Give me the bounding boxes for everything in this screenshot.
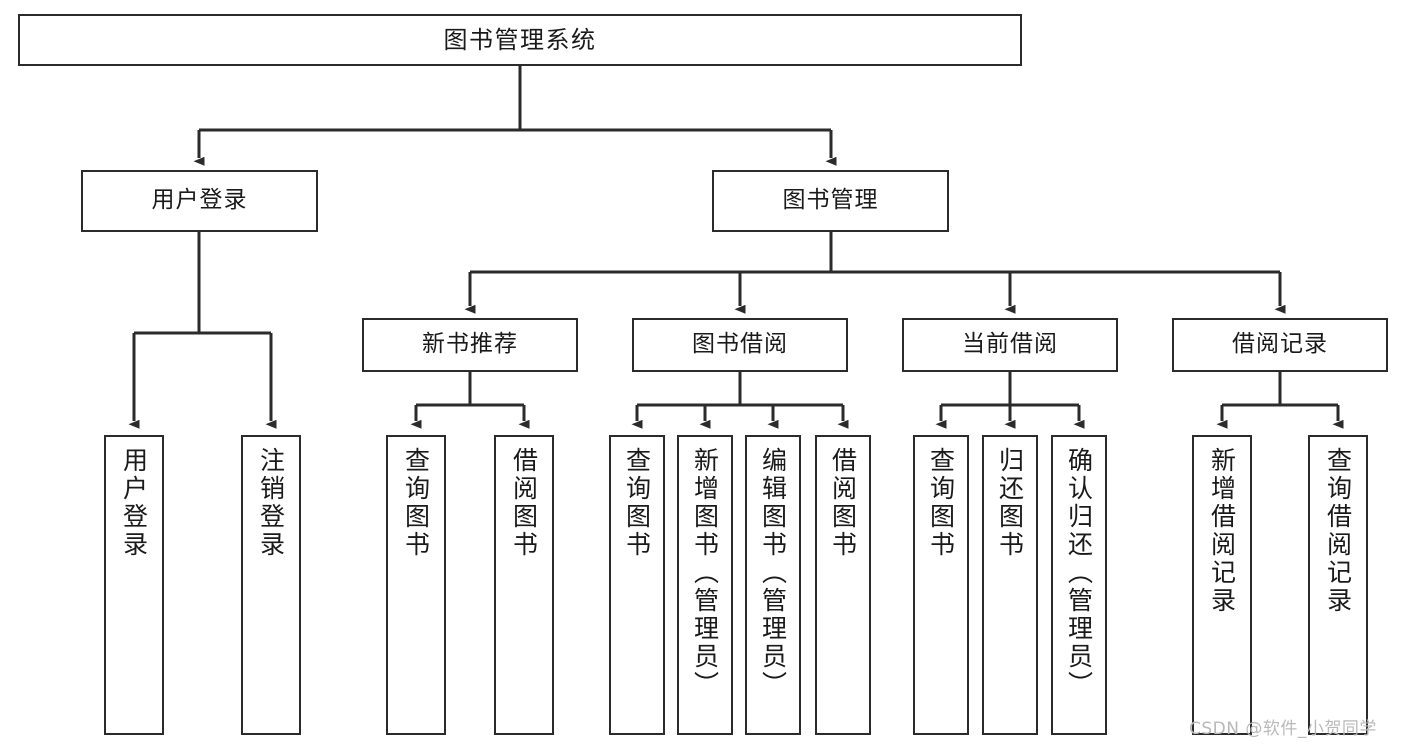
node-new-book-recommend[interactable]: 新书推荐 bbox=[362, 318, 578, 372]
node-label: 新书推荐 bbox=[422, 331, 518, 358]
leaf-edit-book-admin[interactable]: 编辑图书（管理员） bbox=[745, 435, 801, 735]
node-label: 图书管理系统 bbox=[443, 25, 597, 54]
leaf-query-book-current[interactable]: 查询图书 bbox=[913, 435, 969, 735]
node-borrow-record[interactable]: 借阅记录 bbox=[1172, 318, 1388, 372]
node-label: 图书借阅 bbox=[692, 331, 788, 358]
leaf-confirm-return-admin[interactable]: 确认归还（管理员） bbox=[1051, 435, 1107, 735]
leaf-return-book[interactable]: 归还图书 bbox=[982, 435, 1038, 735]
leaf-query-book-borrow[interactable]: 查询图书 bbox=[609, 435, 665, 735]
node-current-borrow[interactable]: 当前借阅 bbox=[902, 318, 1118, 372]
node-user-login[interactable]: 用户登录 bbox=[81, 170, 318, 232]
node-label: 新增图书（管理员） bbox=[690, 447, 720, 699]
node-label: 用户登录 bbox=[119, 447, 149, 559]
node-book-borrow[interactable]: 图书借阅 bbox=[632, 318, 848, 372]
node-label: 查询图书 bbox=[926, 447, 956, 559]
leaf-add-book-admin[interactable]: 新增图书（管理员） bbox=[677, 435, 733, 735]
node-label: 查询图书 bbox=[622, 447, 652, 559]
node-label: 用户登录 bbox=[151, 187, 248, 214]
leaf-user-login[interactable]: 用户登录 bbox=[104, 435, 164, 735]
node-label: 当前借阅 bbox=[962, 331, 1058, 358]
node-label: 借阅记录 bbox=[1232, 331, 1328, 358]
node-root-system[interactable]: 图书管理系统 bbox=[18, 14, 1022, 66]
node-label: 确认归还（管理员） bbox=[1064, 447, 1094, 699]
leaf-query-book-recommend[interactable]: 查询图书 bbox=[386, 435, 446, 735]
watermark-text: CSDN @软件_小贺同学 bbox=[1189, 719, 1377, 739]
leaf-borrow-book[interactable]: 借阅图书 bbox=[815, 435, 871, 735]
node-label: 图书管理 bbox=[782, 187, 879, 214]
node-label: 编辑图书（管理员） bbox=[758, 447, 788, 699]
node-label: 归还图书 bbox=[995, 447, 1025, 559]
leaf-query-borrow-record[interactable]: 查询借阅记录 bbox=[1308, 435, 1368, 735]
node-label: 注销登录 bbox=[256, 447, 286, 559]
leaf-borrow-book-recommend[interactable]: 借阅图书 bbox=[494, 435, 554, 735]
node-label: 新增借阅记录 bbox=[1207, 447, 1237, 615]
node-label: 借阅图书 bbox=[509, 447, 539, 559]
node-label: 借阅图书 bbox=[828, 447, 858, 559]
leaf-add-borrow-record[interactable]: 新增借阅记录 bbox=[1192, 435, 1252, 735]
leaf-user-logout[interactable]: 注销登录 bbox=[241, 435, 301, 735]
node-label: 查询借阅记录 bbox=[1323, 447, 1353, 615]
node-label: 查询图书 bbox=[401, 447, 431, 559]
node-book-management[interactable]: 图书管理 bbox=[712, 170, 949, 232]
